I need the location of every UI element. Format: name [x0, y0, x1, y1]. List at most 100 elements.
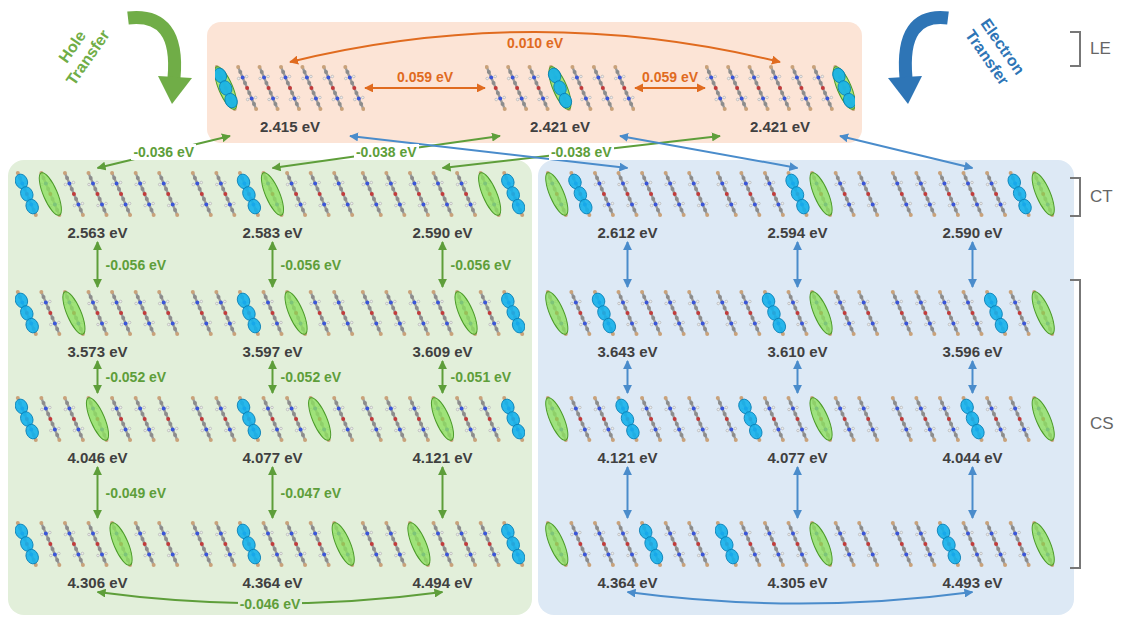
- atom: [296, 422, 300, 426]
- atom: [441, 192, 445, 196]
- hydrogen-atom: [233, 202, 236, 205]
- atom: [252, 102, 256, 106]
- atom: [426, 438, 430, 442]
- molecule-stack-illustration: [360, 518, 525, 570]
- atom: [498, 97, 502, 101]
- atom: [96, 192, 100, 196]
- atom: [744, 107, 748, 111]
- hole-density: [577, 197, 594, 215]
- atom: [393, 417, 397, 421]
- hydrogen-atom: [350, 202, 353, 205]
- atom: [485, 306, 489, 310]
- molecule-backbone: [136, 292, 154, 334]
- hydrogen-atom: [119, 181, 122, 184]
- atom: [147, 428, 151, 432]
- atom: [327, 563, 331, 567]
- atom: [44, 407, 48, 411]
- hydrogen-atom: [787, 96, 790, 99]
- atom: [173, 433, 177, 437]
- atom: [147, 203, 151, 207]
- atom: [821, 86, 825, 90]
- hydrogen-atom: [362, 183, 365, 186]
- atom: [389, 407, 393, 411]
- atom: [221, 412, 225, 416]
- hydrogen-atom: [144, 429, 147, 432]
- hydrogen-atom: [224, 300, 227, 303]
- atom: [410, 295, 414, 299]
- atom: [843, 192, 847, 196]
- atom: [145, 197, 149, 201]
- atom: [781, 213, 785, 217]
- molecule-backbone: [595, 173, 613, 215]
- atom: [357, 97, 361, 101]
- atom: [779, 208, 783, 212]
- atom: [126, 433, 130, 437]
- atom: [802, 91, 806, 95]
- atom: [387, 176, 391, 180]
- molecule-backbone: [481, 523, 499, 565]
- molecule-backbone: [281, 67, 299, 109]
- atom: [232, 563, 236, 567]
- molecule-backbone: [363, 523, 381, 565]
- hydrogen-atom: [167, 429, 170, 432]
- hydrogen-atom: [641, 183, 644, 186]
- atom: [354, 91, 358, 95]
- hydrogen-atom: [319, 554, 322, 557]
- atom: [621, 182, 625, 186]
- atom: [273, 547, 277, 551]
- atom: [942, 182, 946, 186]
- molecule-stack-illustration: [190, 287, 355, 339]
- hydrogen-atom: [433, 302, 436, 305]
- atom: [268, 306, 272, 310]
- atom: [603, 91, 607, 95]
- hydrogen-atom: [580, 75, 583, 78]
- hydrogen-atom: [192, 533, 195, 536]
- atom: [359, 102, 363, 106]
- atom: [481, 401, 485, 405]
- atom: [72, 417, 76, 421]
- atom: [207, 433, 211, 437]
- atom: [668, 182, 672, 186]
- hydrogen-atom: [201, 429, 204, 432]
- atom: [600, 187, 604, 191]
- atom: [70, 412, 74, 416]
- atom: [471, 558, 475, 562]
- hydrogen-atom: [167, 554, 170, 557]
- molecule-backbone: [264, 398, 282, 440]
- hydrogen-atom: [426, 202, 429, 205]
- hole-density: [223, 91, 240, 109]
- hydrogen-atom: [858, 183, 861, 186]
- atom: [166, 311, 170, 315]
- energy-value: 2.415 eV: [215, 118, 365, 136]
- atom: [814, 70, 818, 74]
- hydrogen-atom: [341, 181, 344, 184]
- atom: [485, 412, 489, 416]
- hydrogen-atom: [980, 202, 983, 205]
- molecule-stack-illustration: [485, 62, 635, 114]
- atom: [46, 412, 50, 416]
- hydrogen-atom: [727, 77, 730, 80]
- molecule-backbone: [410, 173, 428, 215]
- molecule-backbone: [89, 292, 107, 334]
- atom: [162, 532, 166, 536]
- atom: [372, 547, 376, 551]
- hydrogen-atom: [344, 77, 347, 80]
- hole-density: [557, 91, 574, 109]
- hydrogen-atom: [233, 427, 236, 430]
- hydrogen-atom: [626, 181, 629, 184]
- hydrogen-atom: [909, 202, 912, 205]
- molecule-backbone: [41, 398, 59, 440]
- hydrogen-atom: [706, 77, 709, 80]
- atom: [322, 553, 326, 557]
- molecule-backbone: [193, 523, 211, 565]
- atom: [81, 213, 85, 217]
- atom: [443, 197, 447, 201]
- atom: [268, 537, 272, 541]
- electron-density: [545, 170, 572, 218]
- molecule-backbone: [311, 523, 329, 565]
- cs-bracket: [1070, 280, 1080, 568]
- atom: [705, 213, 709, 217]
- atom: [372, 316, 376, 320]
- state-box: 3.643 eV: [545, 287, 710, 361]
- hydrogen-atom: [611, 202, 614, 205]
